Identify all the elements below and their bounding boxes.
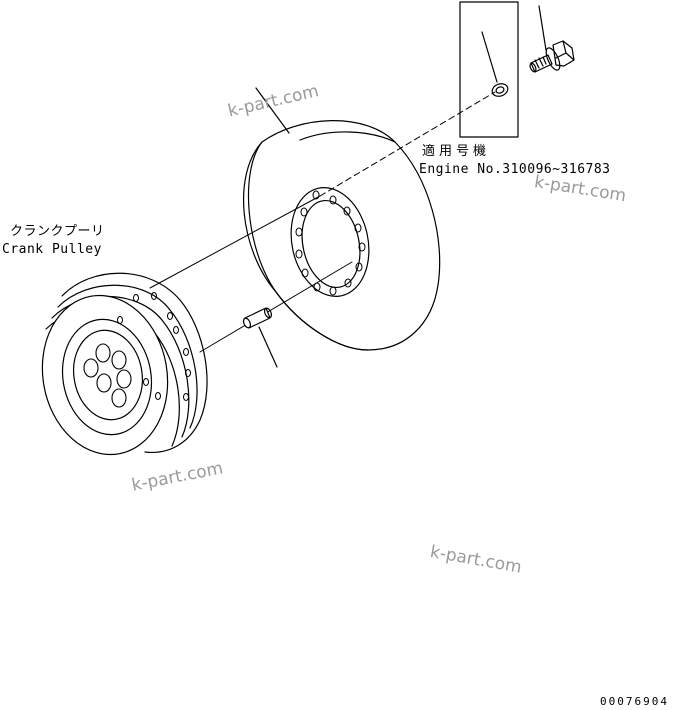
pin-leader-line: [258, 326, 278, 368]
flange-bolt-icon: [529, 40, 575, 73]
applicability-serial-range: Engine No.310096~316783: [419, 162, 611, 177]
washer-leader-line: [481, 31, 498, 83]
damper-leader-line: [255, 87, 290, 134]
bolt-leader-line: [538, 5, 547, 51]
applicability-inset-box: [459, 1, 519, 138]
drawing-code: 00076904: [600, 695, 669, 708]
damper-ring: [242, 120, 441, 351]
applicability-label-japanese: 適用号機: [422, 144, 491, 159]
assembly-lines: [149, 91, 496, 353]
crank-pulley: [41, 272, 208, 456]
pulley-rim-holes: [117, 292, 191, 401]
part-name-japanese: クランクプーリ: [10, 224, 105, 239]
washer-icon: [491, 83, 509, 97]
pulley-hub-holes: [83, 343, 132, 408]
part-name-english: Crank Pulley: [2, 242, 102, 257]
damper-bolt-holes: [295, 190, 366, 296]
dowel-pin-icon: [242, 307, 273, 329]
